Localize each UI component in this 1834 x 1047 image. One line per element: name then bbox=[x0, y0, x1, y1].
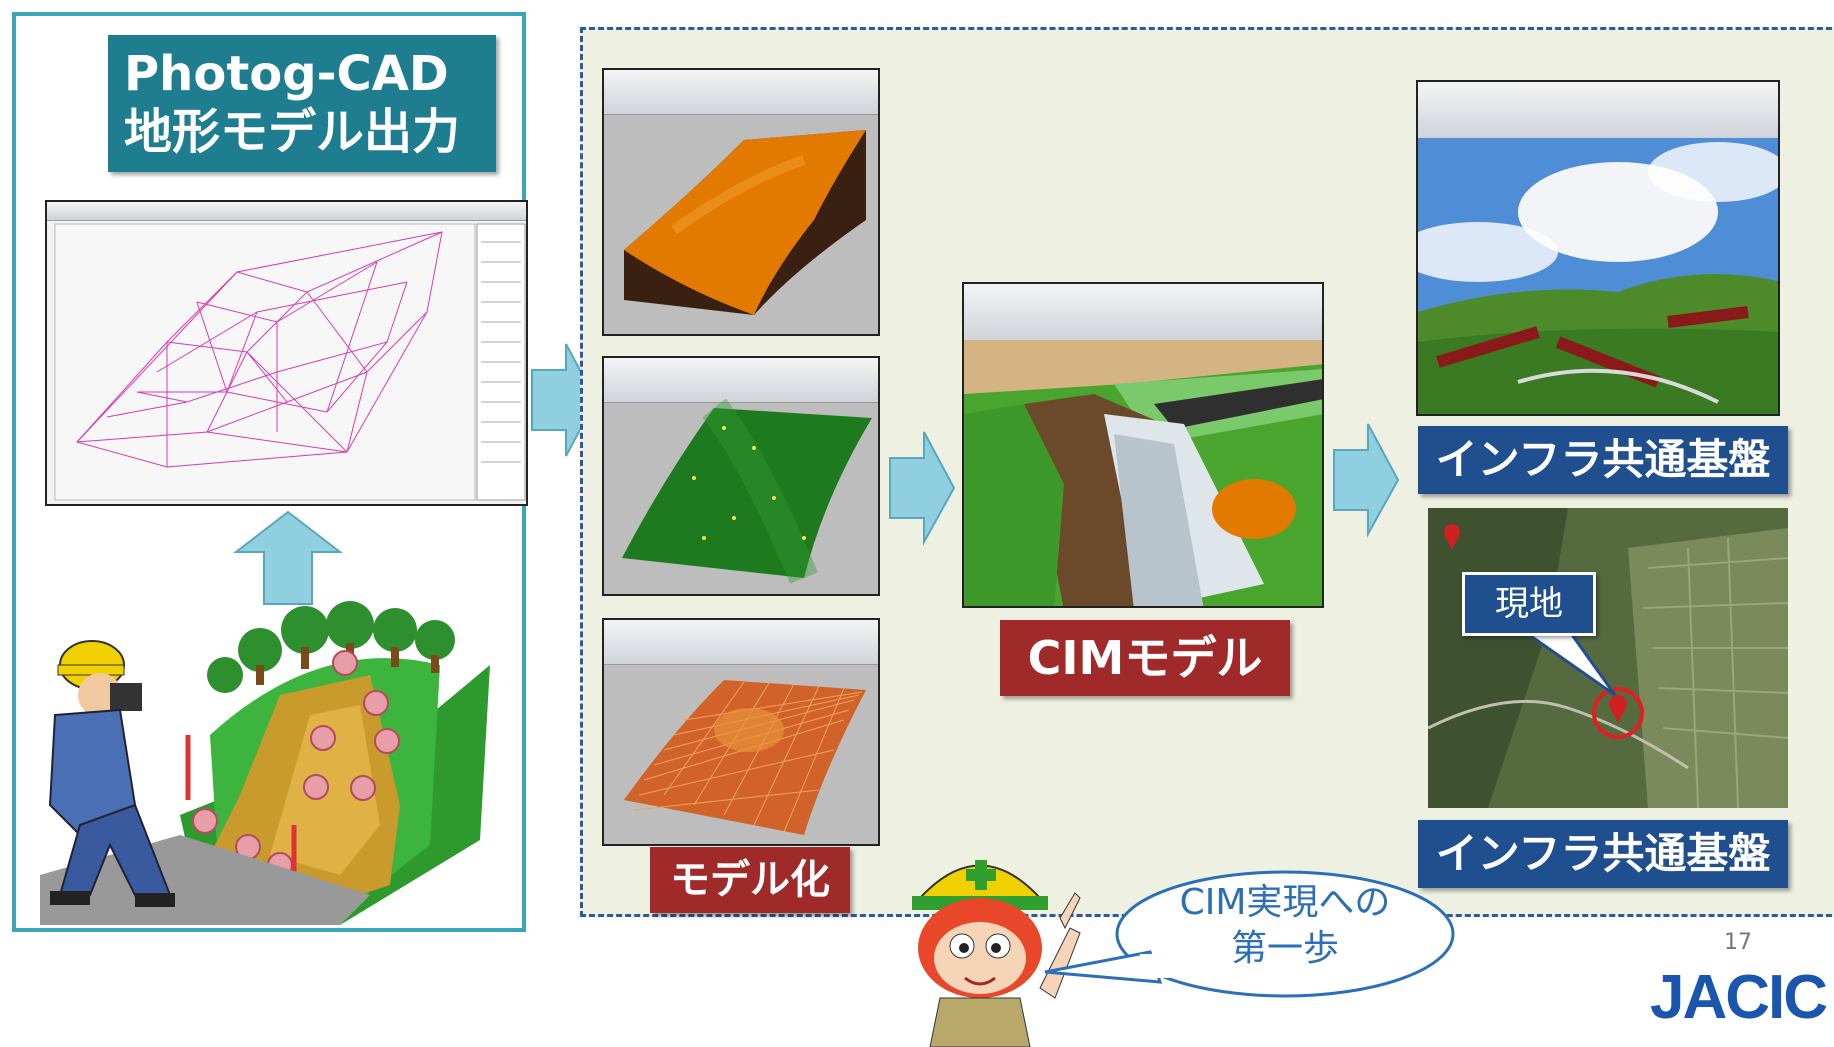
speech-bubble-shape bbox=[1044, 870, 1455, 998]
arrow-right-2 bbox=[889, 431, 956, 546]
ribbon-toolbar bbox=[604, 620, 878, 665]
photog-cad-title: Photog-CAD 地形モデル出力 bbox=[108, 35, 496, 172]
site-callout-label: 現地 bbox=[1495, 584, 1563, 624]
ribbon-toolbar bbox=[604, 70, 878, 115]
mascot-character bbox=[912, 860, 1081, 1047]
site-map bbox=[1428, 508, 1788, 808]
mesh-surface-model bbox=[624, 680, 866, 835]
jacic-logo-text: JACIC bbox=[1650, 963, 1828, 1032]
page-number: 17 bbox=[1724, 930, 1752, 955]
cim-model-screenshot bbox=[962, 282, 1324, 608]
arrow-right-3 bbox=[1333, 423, 1400, 538]
cad-toolbar bbox=[47, 202, 526, 221]
speech-line-1: CIM実現への bbox=[1179, 882, 1391, 923]
modeling-label: モデル化 bbox=[650, 847, 850, 913]
infra-3d-screenshot bbox=[1416, 80, 1780, 416]
cim-3d-scene bbox=[964, 340, 1322, 606]
green-surface-model bbox=[622, 398, 872, 584]
ribbon-toolbar bbox=[1418, 82, 1778, 139]
speech-bubble-text: CIM実現への 第一歩 bbox=[1130, 880, 1440, 972]
orange-solid-model bbox=[624, 130, 866, 315]
cad-screenshot bbox=[45, 200, 528, 506]
surveyor-figure bbox=[48, 640, 175, 907]
model-screenshot-orange bbox=[602, 68, 880, 336]
speech-line-2: 第一歩 bbox=[1230, 928, 1339, 969]
site-callout-pointer bbox=[1512, 625, 1617, 697]
site-callout: 現地 bbox=[1462, 572, 1596, 636]
title-line-1: Photog-CAD bbox=[124, 46, 449, 102]
ribbon-toolbar bbox=[604, 358, 878, 403]
tin-wireframe bbox=[54, 223, 526, 501]
title-line-2: 地形モデル出力 bbox=[124, 104, 461, 160]
terrain-3d-scene bbox=[1418, 138, 1778, 414]
infra-platform-label-bottom: インフラ共通基盤 bbox=[1418, 820, 1788, 888]
up-arrow bbox=[233, 510, 343, 605]
model-screenshot-green bbox=[602, 356, 880, 596]
model-screenshot-mesh bbox=[602, 618, 880, 846]
cim-model-label: CIMモデル bbox=[1000, 620, 1290, 696]
ribbon-toolbar bbox=[964, 284, 1322, 341]
survey-illustration bbox=[40, 601, 490, 925]
jacic-logo: JACIC bbox=[1650, 958, 1834, 1038]
infra-platform-label-top: インフラ共通基盤 bbox=[1418, 426, 1788, 494]
